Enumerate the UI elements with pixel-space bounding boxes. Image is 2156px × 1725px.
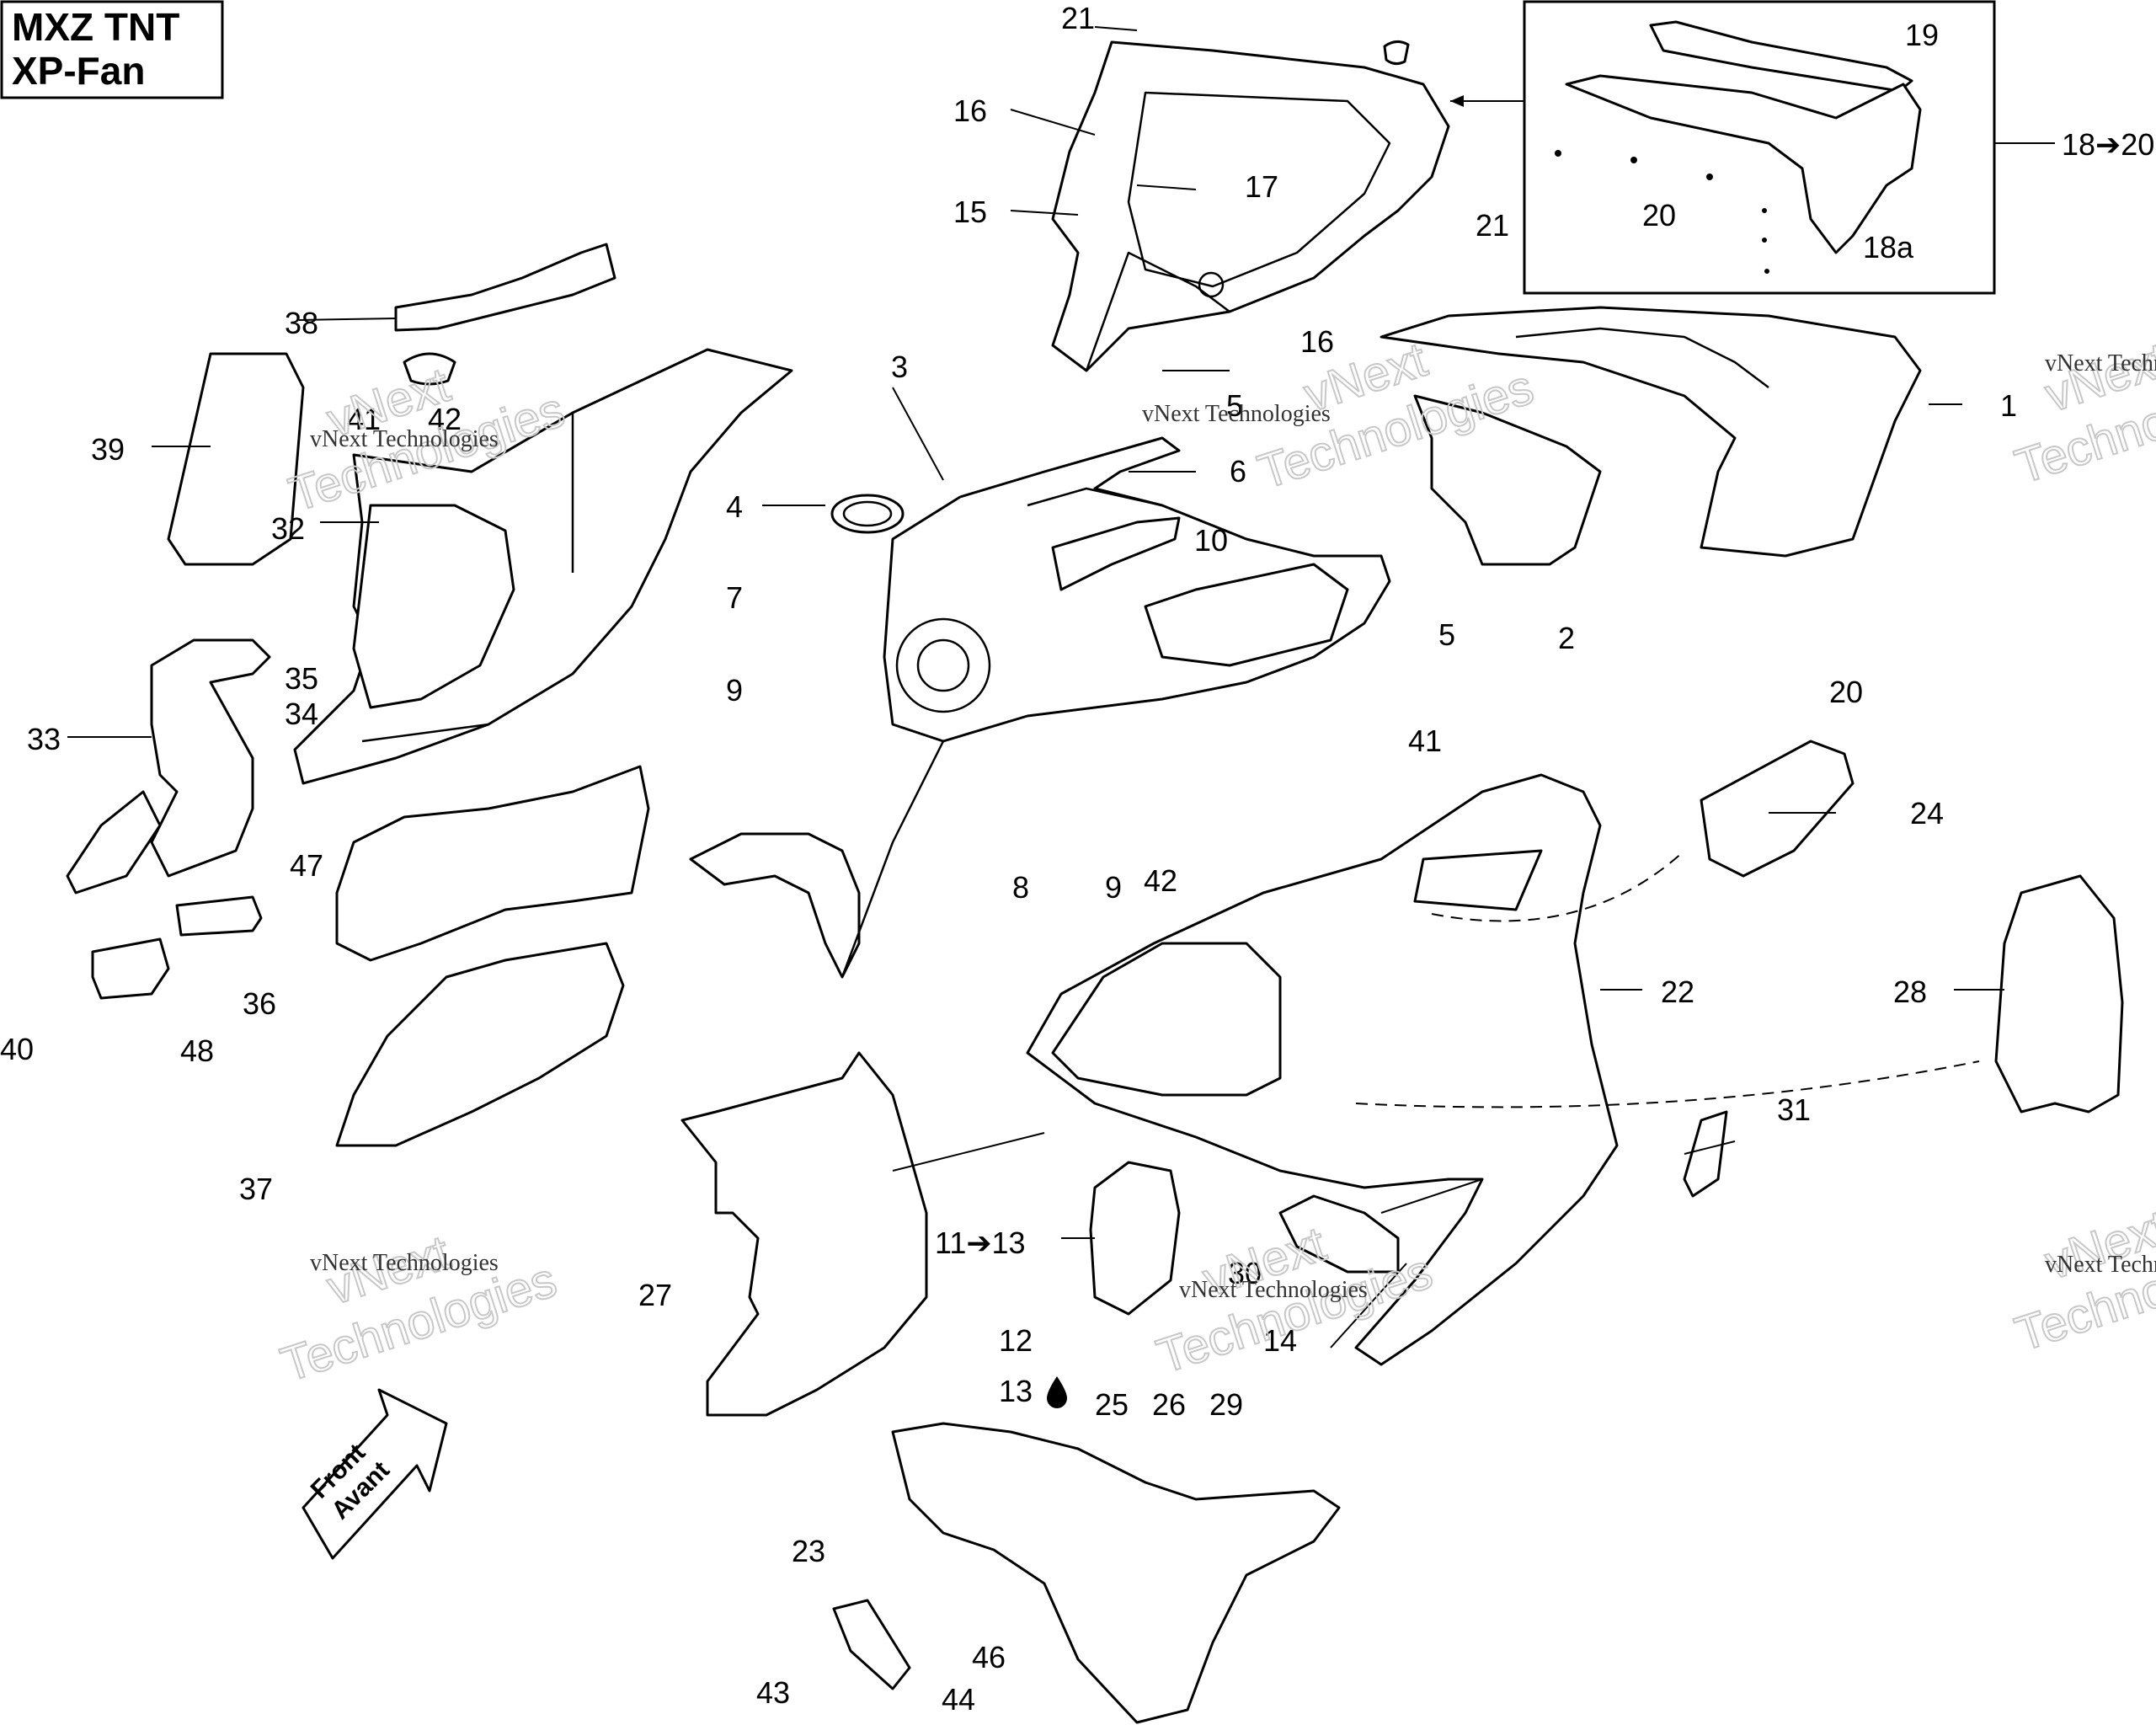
part-2-windshield-panel: [1413, 394, 1602, 566]
callout-11: 11➔13: [935, 1226, 1026, 1260]
callout-14: 14: [1263, 1323, 1297, 1358]
part-3-front-panel: [689, 436, 1391, 979]
callout-23: 23: [792, 1534, 825, 1568]
callout-2: 2: [1558, 621, 1575, 655]
callout-5b: 5: [1438, 617, 1455, 652]
callout-16b: 16: [1300, 324, 1334, 359]
svg-text:vNext Technologies: vNext Technologies: [2045, 1252, 2156, 1278]
callout-35: 35: [285, 661, 318, 696]
callout-40: 40: [0, 1032, 34, 1066]
part-4-fuel-cap-ring: [830, 494, 905, 534]
callout-22: 22: [1661, 975, 1694, 1009]
callout-30: 30: [1228, 1256, 1262, 1290]
part-37-liner: [335, 942, 625, 1147]
callout-4: 4: [726, 489, 743, 524]
part-23-belly-pan: [891, 1422, 1341, 1724]
callout-36: 36: [243, 986, 276, 1021]
leader-lines: [67, 26, 2004, 1348]
part-24-vent: [1700, 740, 1854, 878]
callout-9b: 9: [1105, 870, 1122, 905]
callout-5a: 5: [1226, 388, 1243, 423]
callout-18: 18➔20: [2062, 127, 2154, 162]
callout-41a: 41: [347, 402, 381, 436]
part-15-gauge-support: [1051, 40, 1450, 372]
part-19-trim-strip: [1649, 20, 1913, 93]
inset-detail-box: [1450, 0, 2055, 295]
svg-text:vNext Technologies: vNext Technologies: [310, 426, 499, 452]
callout-20a: 20: [1642, 198, 1676, 232]
callout-8: 8: [1012, 870, 1029, 905]
callout-38: 38: [285, 306, 318, 340]
callout-28: 28: [1893, 975, 1927, 1009]
callout-7: 7: [726, 580, 743, 615]
part-30-bracket: [1278, 1194, 1400, 1274]
callout-10: 10: [1194, 523, 1228, 558]
svg-text:vNext Technologies: vNext Technologies: [1179, 1277, 1368, 1303]
model-title-line2: XP-Fan: [12, 49, 145, 93]
callout-20b: 20: [1829, 675, 1863, 709]
callout-21b: 21: [1476, 208, 1509, 243]
part-28-panel: [1994, 874, 2124, 1114]
callout-6: 6: [1230, 454, 1246, 489]
part-36-cover: [335, 765, 650, 962]
callout-24: 24: [1910, 796, 1944, 830]
part-27-panel: [680, 1051, 928, 1417]
callout-21a: 21: [1061, 1, 1095, 35]
callout-33: 33: [27, 722, 61, 756]
model-title-line1: MXZ TNT: [12, 5, 179, 49]
watermark-3: vNext Technologies vNext Technologies: [2008, 331, 2156, 495]
part-40-block: [91, 937, 170, 1000]
callout-43: 43: [756, 1675, 790, 1710]
part-1-windshield: [1380, 306, 1922, 558]
callout-32: 32: [271, 511, 305, 546]
part-33-left-bracket: [66, 638, 271, 895]
callout-31: 31: [1777, 1092, 1811, 1127]
part-41-clip-top: [403, 352, 456, 386]
callout-48: 48: [180, 1033, 214, 1068]
callout-46: 46: [972, 1640, 1006, 1674]
svg-text:vNext Technologies: vNext Technologies: [310, 1250, 499, 1276]
callout-13: 13: [999, 1374, 1033, 1408]
callout-25: 25: [1095, 1387, 1129, 1422]
part-38-strip: [394, 243, 616, 332]
watermark-6: vNext Technologies vNext Technologies: [2008, 1199, 2156, 1363]
callout-16a: 16: [953, 93, 987, 128]
callout-27: 27: [638, 1278, 672, 1312]
part-47-grab: [175, 895, 263, 937]
callout-34: 34: [285, 697, 318, 731]
callout-26: 26: [1152, 1387, 1186, 1422]
callout-44: 44: [942, 1682, 975, 1717]
part-11-light-housing: [1089, 1161, 1181, 1316]
svg-text:vNext Technologies: vNext Technologies: [2045, 350, 2156, 377]
part-22-right-side-panel: [1026, 773, 1619, 1366]
callout-17: 17: [1245, 169, 1278, 204]
part-39-pad: [167, 352, 305, 566]
watermark-1: vNext Technologies vNext Technologies: [282, 356, 572, 523]
part-31-trim: [1683, 1110, 1728, 1198]
callout-37: 37: [239, 1172, 273, 1206]
callout-39: 39: [91, 432, 125, 467]
callout-1: 1: [2000, 388, 2017, 423]
callout-18a: 18a: [1863, 230, 1914, 264]
part-43-handle: [832, 1599, 911, 1690]
model-title-box: MXZ TNT XP-Fan: [0, 0, 224, 99]
callout-42a: 42: [428, 402, 462, 436]
callout-19: 19: [1905, 18, 1939, 52]
fluid-drop-icon: [1047, 1376, 1067, 1408]
front-direction-arrow: Front Avant: [302, 1388, 448, 1560]
callout-41b: 41: [1408, 724, 1442, 758]
callout-3: 3: [891, 350, 908, 384]
callout-15: 15: [953, 195, 987, 229]
callout-42b: 42: [1144, 863, 1177, 898]
part-18a-side-panel: [1565, 74, 1922, 254]
callout-9a: 9: [726, 673, 743, 708]
part-32-left-side-panel: [293, 348, 793, 785]
svg-text:vNext Technologies: vNext Technologies: [1142, 401, 1331, 427]
callout-12: 12: [999, 1323, 1033, 1358]
watermark-4: vNext Technologies vNext Technologies: [274, 1224, 563, 1393]
callout-47: 47: [290, 848, 323, 883]
callout-29: 29: [1209, 1387, 1243, 1422]
